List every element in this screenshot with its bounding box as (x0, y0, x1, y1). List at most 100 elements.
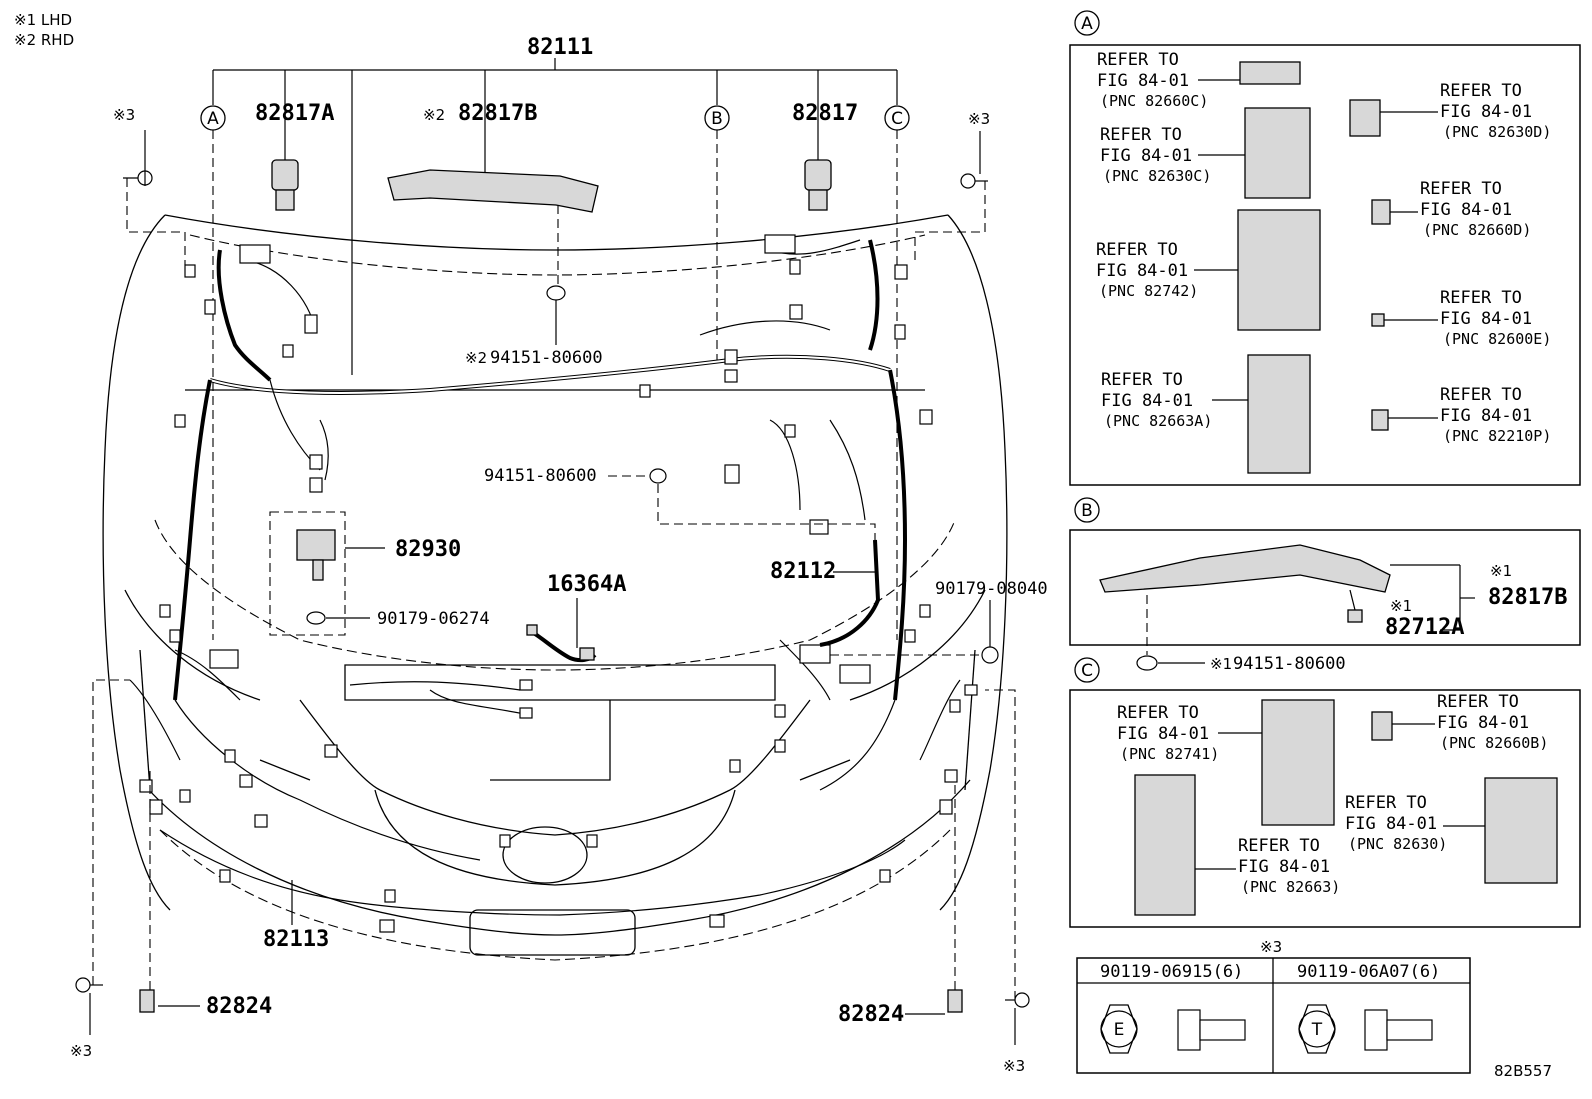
panel-b-cover (1099, 544, 1475, 655)
svg-text:B: B (1081, 501, 1093, 521)
bracket-82824-right (905, 780, 963, 1015)
callout-b-main: B (704, 105, 730, 131)
svg-text:(PNC 82742): (PNC 82742) (1099, 282, 1198, 300)
bolt-top-left: ※3 (113, 106, 186, 265)
svg-text:FIG 84-01: FIG 84-01 (1437, 713, 1529, 733)
svg-text:FIG 84-01: FIG 84-01 (1238, 857, 1330, 877)
label-panel-b-82817B: 82817B (1488, 585, 1567, 610)
clip-relay (306, 611, 370, 625)
svg-text:(PNC 82660D): (PNC 82660D) (1423, 221, 1531, 239)
panel-a-item-4: REFER TO FIG 84-01 (PNC 82660D) (1371, 179, 1531, 239)
sensor-82817A (271, 100, 299, 211)
svg-text:A: A (207, 109, 219, 129)
svg-text:REFER TO: REFER TO (1101, 370, 1183, 390)
note-clip-top: ※2 (465, 349, 487, 367)
clip-right (830, 600, 999, 664)
svg-text:※3: ※3 (70, 1042, 92, 1060)
svg-text:(PNC 82600E): (PNC 82600E) (1443, 330, 1551, 348)
panel-c-item-3: REFER TO FIG 84-01 (PNC 82630) (1345, 777, 1558, 884)
svg-text:REFER TO: REFER TO (1440, 385, 1522, 405)
svg-text:※3: ※3 (113, 106, 135, 124)
callout-leaders (212, 130, 898, 640)
drawing-id: 82B557 (1494, 1062, 1552, 1080)
svg-text:A: A (1081, 14, 1093, 34)
label-82817A: 82817A (255, 101, 334, 126)
bolt-table: 90119-06915(6) 90119-06A07(6) E T (1076, 957, 1471, 1074)
lhd-note: ※1 LHD (14, 11, 72, 29)
sensor-16364A (526, 598, 597, 663)
harness-82112 (819, 539, 881, 647)
note-82817B: ※2 (423, 106, 445, 124)
vehicle-body-outline (102, 214, 1008, 961)
svg-text:(PNC 82210P): (PNC 82210P) (1443, 427, 1551, 445)
clip-mid (608, 468, 876, 540)
label-82817B: 82817B (458, 101, 537, 126)
label-82824-left: 82824 (206, 994, 272, 1019)
clip-top (546, 285, 566, 345)
svg-text:REFER TO: REFER TO (1097, 50, 1179, 70)
panel-a-item-2: REFER TO FIG 84-01 (PNC 82630D) (1349, 81, 1551, 141)
svg-text:E: E (1114, 1020, 1125, 1040)
svg-text:REFER TO: REFER TO (1440, 288, 1522, 308)
panel-a-item-6: REFER TO FIG 84-01 (PNC 82600E) (1371, 288, 1551, 348)
svg-text:REFER TO: REFER TO (1440, 81, 1522, 101)
callout-a-main: A (200, 105, 226, 131)
panel-a-frame (1069, 44, 1581, 486)
label-82817: 82817 (792, 101, 858, 126)
svg-text:FIG 84-01: FIG 84-01 (1097, 71, 1189, 91)
bolt-e-side (1177, 1009, 1246, 1051)
note-bolt-table: ※3 (1260, 938, 1282, 956)
panel-a-item-5: REFER TO FIG 84-01 (PNC 82742) (1096, 209, 1321, 331)
bolt-bottom-right: ※3 (985, 689, 1030, 1075)
note-b2: ※1 (1390, 597, 1412, 615)
bolt-table-col1: 90119-06915(6) (1100, 962, 1243, 982)
bolt-e-head: E (1100, 1004, 1138, 1054)
relay-82930 (269, 511, 385, 636)
svg-text:FIG 84-01: FIG 84-01 (1440, 102, 1532, 122)
bolt-t-side (1364, 1009, 1433, 1051)
bolt-table-col2: 90119-06A07(6) (1297, 962, 1440, 982)
svg-text:FIG 84-01: FIG 84-01 (1101, 391, 1193, 411)
svg-text:REFER TO: REFER TO (1437, 692, 1519, 712)
svg-text:T: T (1311, 1020, 1323, 1040)
label-82111: 82111 (527, 35, 593, 60)
svg-text:FIG 84-01: FIG 84-01 (1096, 261, 1188, 281)
sensor-82817 (804, 100, 832, 211)
label-82930: 82930 (395, 537, 461, 562)
svg-text:FIG 84-01: FIG 84-01 (1440, 406, 1532, 426)
panel-a-item-1: REFER TO FIG 84-01 (PNC 82660C) (1097, 50, 1301, 110)
svg-text:※3: ※3 (968, 110, 990, 128)
label-panel-b-clip: 94151-80600 (1233, 654, 1346, 674)
panel-b-clip (1136, 655, 1205, 671)
svg-text:(PNC 82630C): (PNC 82630C) (1103, 167, 1211, 185)
label-82112: 82112 (770, 559, 836, 584)
bracket-82824-left (139, 770, 200, 1013)
svg-text:FIG 84-01: FIG 84-01 (1345, 814, 1437, 834)
svg-text:(PNC 82630D): (PNC 82630D) (1443, 123, 1551, 141)
svg-text:(PNC 82660B): (PNC 82660B) (1440, 734, 1548, 752)
svg-text:REFER TO: REFER TO (1117, 703, 1199, 723)
svg-text:FIG 84-01: FIG 84-01 (1420, 200, 1512, 220)
panel-c-item-1: REFER TO FIG 84-01 (PNC 82741) (1117, 699, 1335, 826)
callout-a-panel: A (1074, 10, 1100, 36)
svg-text:REFER TO: REFER TO (1100, 125, 1182, 145)
svg-text:(PNC 82660C): (PNC 82660C) (1100, 92, 1208, 110)
label-clip-right: 90179-08040 (935, 579, 1048, 599)
callout-c-panel: C (1074, 657, 1100, 683)
svg-text:REFER TO: REFER TO (1096, 240, 1178, 260)
label-panel-b-82712A: 82712A (1385, 615, 1464, 640)
panel-a-item-7: REFER TO FIG 84-01 (PNC 82663A) (1101, 354, 1311, 474)
rhd-note: ※2 RHD (14, 31, 74, 49)
label-82113: 82113 (263, 927, 329, 952)
svg-text:B: B (711, 109, 723, 129)
svg-text:C: C (891, 109, 903, 129)
svg-text:(PNC 82741): (PNC 82741) (1120, 745, 1219, 763)
cover-82817B (387, 100, 599, 285)
panel-c-item-4: REFER TO FIG 84-01 (PNC 82663) (1134, 774, 1340, 916)
callout-c-main: C (884, 105, 910, 131)
svg-text:FIG 84-01: FIG 84-01 (1117, 724, 1209, 744)
svg-text:(PNC 82630): (PNC 82630) (1348, 835, 1447, 853)
callout-b-panel: B (1074, 497, 1100, 523)
